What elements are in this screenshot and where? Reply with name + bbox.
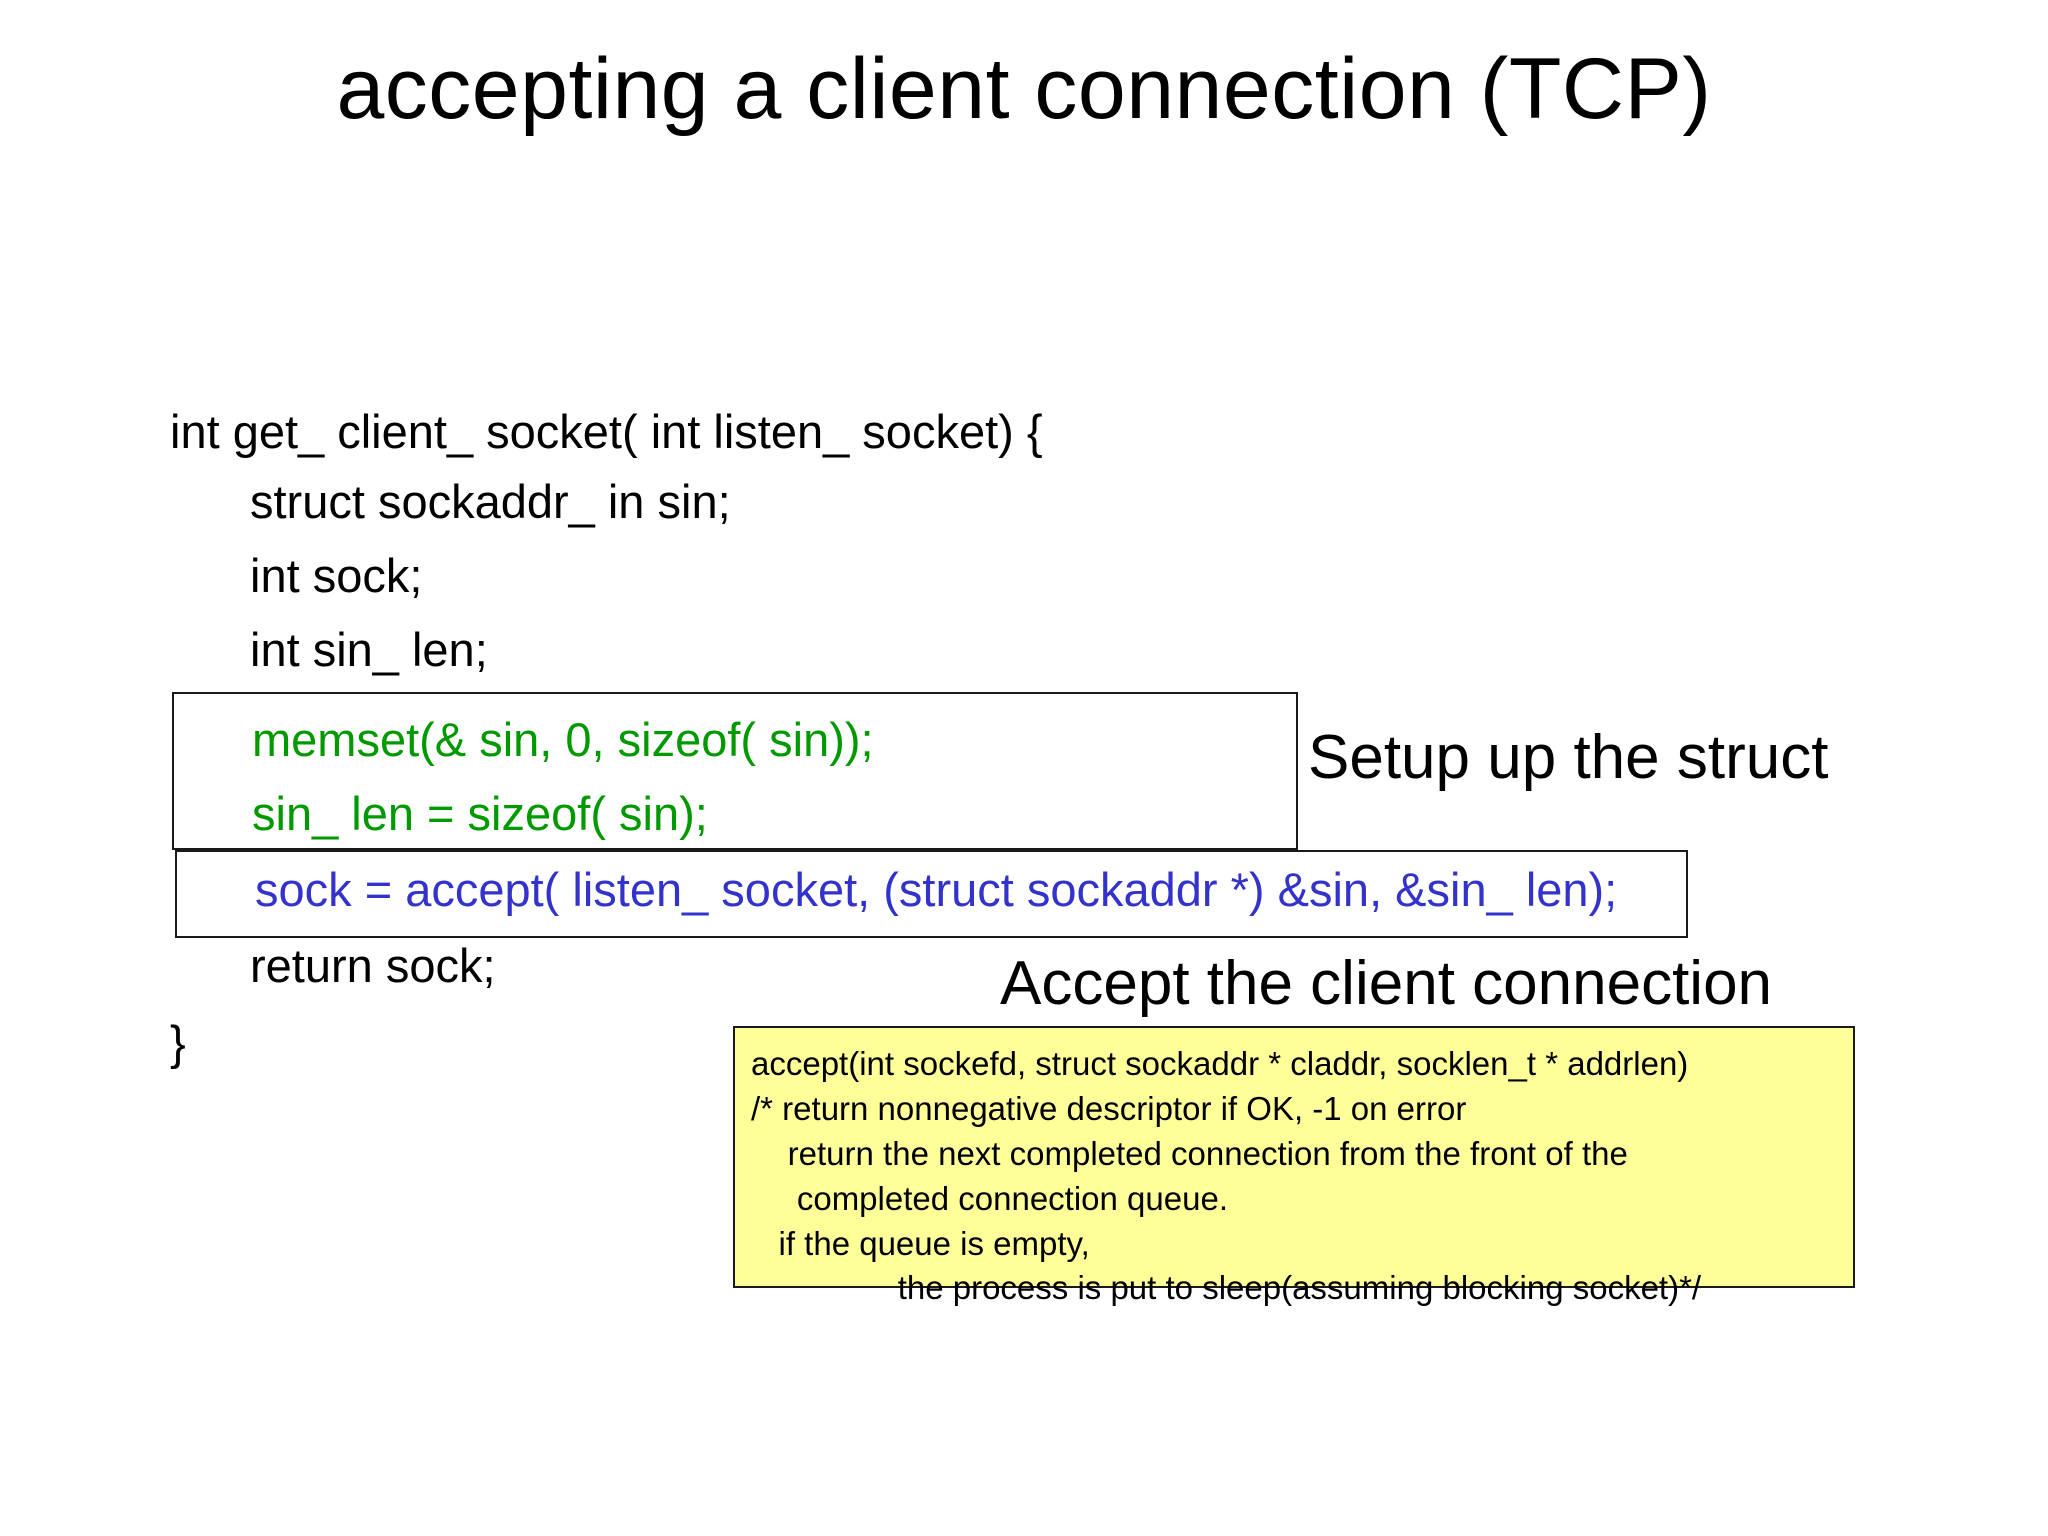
code-line-function-signature: int get_ client_ socket( int listen_ soc… xyxy=(170,405,1043,458)
code-line-struct-decl: struct sockaddr_ in sin; xyxy=(250,475,731,528)
setup-struct-box xyxy=(172,692,1298,850)
accept-code-call: sock = accept( listen_ socket, (struct s… xyxy=(255,863,1618,916)
code-line-int-sock: int sock; xyxy=(250,549,423,602)
accept-call-box xyxy=(175,850,1688,938)
callout-line-sleep: the process is put to sleep(assuming blo… xyxy=(751,1269,1702,1307)
callout-line-queue: completed connection queue. xyxy=(751,1179,1228,1217)
page-title: accepting a client connection (TCP) xyxy=(336,41,1712,137)
code-line-closing-brace: } xyxy=(170,1016,186,1069)
callout-line-if-empty: if the queue is empty, xyxy=(751,1224,1090,1262)
setup-code-memset: memset(& sin, 0, sizeof( sin)); xyxy=(252,713,874,766)
code-line-return-sock: return sock; xyxy=(250,939,496,992)
annotation-setup-struct: Setup up the struct xyxy=(1308,723,1829,792)
callout-line-return-desc: /* return nonnegative descriptor if OK, … xyxy=(751,1089,1467,1127)
accept-doc-callout: accept(int sockefd, struct sockaddr * cl… xyxy=(733,1026,1855,1306)
annotation-accept-connection: Accept the client connection xyxy=(1000,949,1773,1018)
callout-line-return-next: return the next completed connection fro… xyxy=(751,1134,1628,1172)
setup-code-sin-len: sin_ len = sizeof( sin); xyxy=(252,787,708,840)
callout-line-signature: accept(int sockefd, struct sockaddr * cl… xyxy=(751,1045,1689,1082)
code-line-int-sin-len: int sin_ len; xyxy=(250,623,488,676)
